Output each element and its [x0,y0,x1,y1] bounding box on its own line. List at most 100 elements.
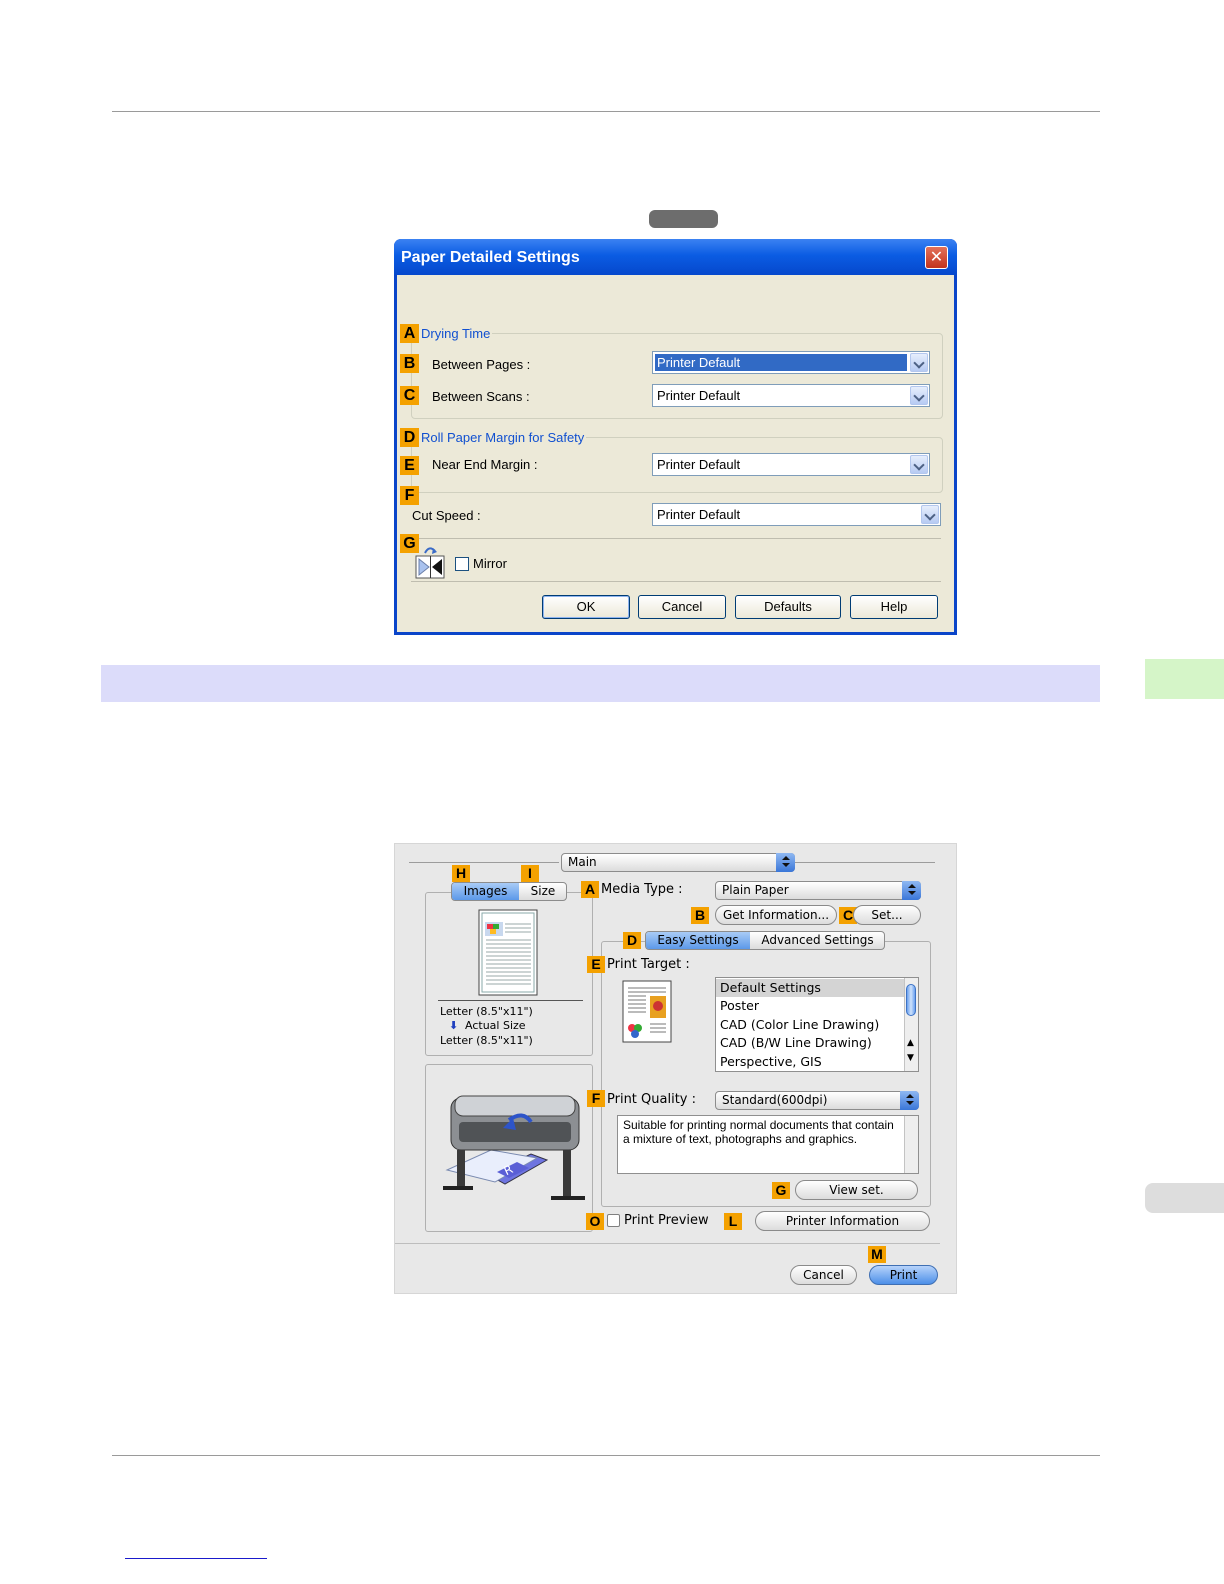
get-information-button[interactable]: Get Information... [715,905,837,925]
tab-images[interactable]: Images [452,883,519,900]
tag-d: D [400,428,419,447]
mirror-checkbox[interactable] [455,557,469,571]
chevron-down-icon[interactable] [910,353,928,372]
divider [409,862,559,863]
tab-size[interactable]: Size [530,884,556,898]
tag-i: I [521,865,539,882]
near-end-margin-label: Near End Margin : [432,457,538,472]
cancel-button[interactable]: Cancel [790,1265,857,1285]
tag-e: E [587,956,605,973]
media-type-value: Plain Paper [722,883,789,897]
list-item[interactable]: Default Settings [716,979,904,997]
mirror-icon [415,547,445,579]
print-quality-label: Print Quality : [607,1092,697,1107]
tag-a: A [400,324,419,343]
tag-g: G [400,534,419,553]
scrollbar-thumb[interactable] [906,984,916,1016]
popup-arrows-icon [776,853,795,872]
index-tab [1145,1183,1224,1213]
tag-d: D [623,932,641,949]
list-item[interactable]: CAD (Color Line Drawing) [720,1017,880,1032]
preview-tabs: Images Size [451,882,567,901]
tag-m: M [868,1246,886,1263]
quality-description: Suitable for printing normal documents t… [617,1115,919,1174]
tab-advanced-settings[interactable]: Advanced Settings [761,933,874,947]
tag-o: O [586,1213,604,1230]
dialog-title: Paper Detailed Settings [401,249,580,266]
mode-tabs: Easy Settings Advanced Settings [645,931,885,950]
media-type-select[interactable]: Plain Paper [715,881,921,900]
chevron-down-icon[interactable] [910,386,928,405]
tag-f: F [400,486,419,505]
output-size-text: Letter (8.5"x11") [440,1034,533,1047]
chevron-down-icon[interactable] [921,505,939,524]
tag-g: G [772,1182,790,1199]
print-target-list[interactable]: Default Settings Poster CAD (Color Line … [715,977,919,1072]
mac-print-dialog: Main H I Images Size Letter (8.5"x11") ⬇… [394,843,957,1294]
cut-speed-select[interactable]: Printer Default [652,503,941,526]
divider [795,862,935,863]
footer-rule [112,1455,1100,1456]
panel-popup-value: Main [568,855,597,869]
divider [411,581,941,582]
media-type-label: Media Type : [601,882,683,897]
original-size-text: Letter (8.5"x11") [440,1005,533,1018]
tab-easy-settings[interactable]: Easy Settings [646,932,750,949]
divider [411,538,941,539]
between-scans-select[interactable]: Printer Default [652,384,930,407]
between-pages-select[interactable]: Printer Default [652,351,930,374]
divider [438,1000,583,1001]
popup-arrows-icon [902,881,921,900]
list-item[interactable]: CAD (B/W Line Drawing) [720,1035,872,1050]
tag-a: A [581,881,599,898]
list-item[interactable]: Poster [720,998,759,1013]
print-button[interactable]: Print [869,1265,938,1285]
paper-detailed-settings-dialog: Paper Detailed Settings ✕ Drying Time A … [394,239,957,635]
scrollbar[interactable]: ▲ ▼ [904,978,918,1071]
near-end-margin-value: Printer Default [657,457,741,472]
key-badge [649,210,718,228]
between-pages-label: Between Pages : [432,357,531,372]
print-quality-select[interactable]: Standard(600dpi) [715,1091,919,1110]
tag-c: C [400,386,419,405]
quality-description-text: Suitable for printing normal documents t… [623,1118,894,1146]
between-scans-label: Between Scans : [432,389,530,404]
mirror-label: Mirror [473,556,507,571]
print-quality-value: Standard(600dpi) [722,1093,828,1107]
scrollbar[interactable] [904,1116,918,1173]
view-set-button[interactable]: View set. [795,1180,918,1200]
list-item[interactable]: Perspective, GIS [720,1054,822,1069]
defaults-button[interactable]: Defaults [735,595,841,619]
set-button[interactable]: Set... [853,905,921,925]
roll-paper-margin-group-label: Roll Paper Margin for Safety [419,430,587,445]
ok-button[interactable]: OK [542,595,630,619]
help-button[interactable]: Help [850,595,938,619]
footer-link-underline[interactable] [125,1558,267,1559]
scroll-down-icon[interactable]: ▼ [907,1053,914,1063]
printer-information-button[interactable]: Printer Information [755,1211,930,1231]
tag-l: L [724,1213,742,1230]
popup-arrows-icon [900,1091,919,1110]
cut-speed-label: Cut Speed : [412,508,481,523]
dialog-body: Drying Time A B Between Pages : Printer … [397,275,954,632]
arrow-down-icon: ⬇ [449,1019,459,1032]
close-icon[interactable]: ✕ [925,246,948,269]
tag-e: E [400,456,419,475]
tag-b: B [691,907,709,924]
dialog-title-bar: Paper Detailed Settings ✕ [394,239,957,275]
page-preview-icon [478,909,538,996]
header-rule [112,111,1100,112]
print-preview-label: Print Preview [624,1213,709,1228]
tag-c: C [839,907,857,924]
drying-time-group [411,333,943,419]
panel-popup[interactable]: Main [561,853,795,872]
scroll-up-icon[interactable]: ▲ [907,1038,914,1048]
cancel-button[interactable]: Cancel [638,595,726,619]
tag-b: B [400,354,419,373]
print-preview-checkbox[interactable] [607,1214,620,1227]
near-end-margin-select[interactable]: Printer Default [652,453,930,476]
scale-text: Actual Size [465,1019,526,1032]
chevron-down-icon[interactable] [910,455,928,474]
tag-f: F [587,1090,605,1107]
between-scans-value: Printer Default [657,388,741,403]
